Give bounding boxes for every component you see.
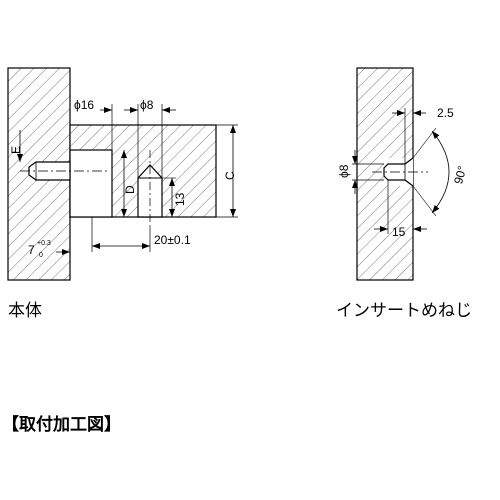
dim-13: 13 <box>173 192 187 206</box>
dim-2-5: 2.5 <box>437 106 454 120</box>
dim-phi16: ϕ16 <box>74 98 94 112</box>
body-caption: 本体 <box>8 301 42 320</box>
dim-E: E <box>9 146 23 154</box>
dim-7-upper-tol: +0.3 <box>37 240 51 247</box>
dim-7-lower-tol: 0 <box>39 252 43 259</box>
dim-7: 7 <box>28 243 35 257</box>
dim-C: C <box>223 171 237 180</box>
dim-phi8-left: ϕ8 <box>140 98 154 112</box>
insert-nut-view: 2.5 ϕ8 90° 15 インサートめねじ <box>336 67 472 320</box>
dim-15: 15 <box>392 225 406 239</box>
insert-caption: インサートめねじ <box>336 301 472 320</box>
dim-D: D <box>123 185 137 194</box>
section-title: 【取付加工図】 <box>2 414 121 435</box>
dim-phi8-right: ϕ8 <box>337 164 351 178</box>
body-view: ϕ16 ϕ8 E D 13 C 20±0.1 7 +0.3 0 <box>7 67 238 320</box>
dim-90deg: 90° <box>451 164 469 185</box>
dim-20: 20±0.1 <box>154 233 191 247</box>
bore-phi16 <box>69 149 113 218</box>
